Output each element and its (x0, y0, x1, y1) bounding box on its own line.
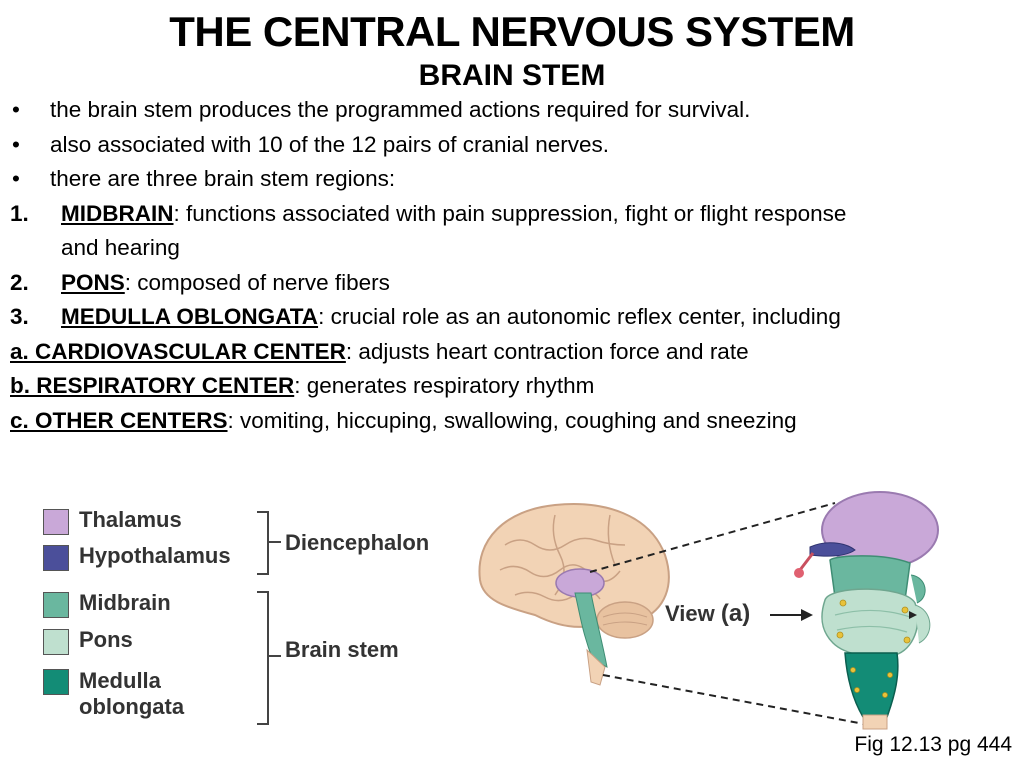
legend-label-medulla-line1: Medulla (79, 668, 161, 693)
midbrain-swatch (43, 592, 69, 618)
term-description: : functions associated with pain suppres… (173, 200, 847, 226)
lettered-item-respiratory: b. RESPIRATORY CENTER: generates respira… (10, 369, 1015, 404)
item-number: 1. (10, 200, 29, 226)
item-number: 2. (10, 269, 29, 295)
content-list: • the brain stem produces the programmed… (10, 93, 1015, 438)
brain-illustration (478, 491, 939, 730)
view-a-arrow-icon (770, 609, 813, 621)
slide-subtitle: BRAIN STEM (418, 59, 606, 92)
group-label-diencephalon: Diencephalon (285, 530, 430, 555)
lettered-item-other: c. OTHER CENTERS: vomiting, hiccuping, s… (10, 404, 1015, 439)
pons-swatch (43, 629, 69, 655)
term-description: : vomiting, hiccuping, swallowing, cough… (227, 407, 797, 433)
term-cardiovascular-center: a. CARDIOVASCULAR CENTER (10, 338, 346, 364)
bullet-text: the brain stem produces the programmed a… (50, 97, 751, 122)
legend-label-medulla: Medulla oblongata (79, 668, 184, 720)
brain-stem-bracket-tick (269, 655, 281, 657)
bullet-dot-icon: • (12, 131, 20, 157)
term-other-centers: c. OTHER CENTERS (10, 407, 228, 433)
bullet-text: also associated with 10 of the 12 pairs … (50, 131, 610, 157)
legend-label-pons: Pons (79, 627, 133, 652)
item-number: 3. (10, 304, 29, 329)
view-a-label-text: View (665, 601, 721, 626)
numbered-item-continuation: and hearing (10, 231, 1015, 266)
bullet-item: • the brain stem produces the programmed… (10, 93, 1015, 128)
figure-caption: Fig 12.13 pg 444 (854, 733, 1012, 756)
brain-stem-figure: Thalamus Hypothalamus Midbrain Pons Medu… (35, 485, 1015, 730)
legend-label-thalamus: Thalamus (79, 507, 182, 532)
bullet-item: • there are three brain stem regions: (10, 162, 1015, 197)
lettered-item-cardiovascular: a. CARDIOVASCULAR CENTER: adjusts heart … (10, 335, 1015, 370)
view-a-label: View (a) (665, 600, 750, 628)
diencephalon-bracket-tick (269, 541, 281, 543)
legend-label-midbrain: Midbrain (79, 590, 171, 615)
term-midbrain: MIDBRAIN (61, 200, 174, 226)
legend-label-hypothalamus: Hypothalamus (79, 543, 231, 568)
term-description: : composed of nerve fibers (124, 269, 390, 295)
term-respiratory-center: b. RESPIRATORY CENTER (10, 373, 295, 398)
bullet-dot-icon: • (12, 166, 20, 191)
brain-stem-bracket (257, 591, 269, 725)
view-a-label-bold: (a) (720, 600, 751, 627)
term-medulla-oblongata: MEDULLA OBLONGATA (61, 304, 319, 329)
group-label-brain-stem: Brain stem (285, 637, 399, 662)
term-description-continued: and hearing (61, 235, 180, 260)
thalamus-swatch (43, 509, 69, 535)
numbered-item-medulla: 3. MEDULLA OBLONGATA: crucial role as an… (10, 300, 1015, 335)
bullet-item: • also associated with 10 of the 12 pair… (10, 128, 1015, 163)
term-description: : adjusts heart contraction force and ra… (345, 338, 749, 364)
magnified-brain-stem-image (794, 491, 939, 730)
term-description: : generates respiratory rhythm (294, 373, 595, 398)
hypothalamus-swatch (43, 545, 69, 571)
connector-lines (589, 502, 881, 728)
medulla-swatch (43, 669, 69, 695)
numbered-item-pons: 2. PONS: composed of nerve fibers (10, 266, 1015, 301)
bullet-dot-icon: • (12, 97, 20, 122)
term-pons: PONS (61, 269, 125, 295)
bullet-text: there are three brain stem regions: (50, 166, 396, 191)
term-description: : crucial role as an autonomic reflex ce… (318, 304, 841, 329)
whole-brain-image (478, 503, 670, 686)
diencephalon-bracket (257, 511, 269, 575)
numbered-item-midbrain: 1. MIDBRAIN: functions associated with p… (10, 197, 1015, 232)
legend-label-medulla-line2: oblongata (79, 694, 185, 719)
slide-title: THE CENTRAL NERVOUS SYSTEM (169, 8, 855, 55)
